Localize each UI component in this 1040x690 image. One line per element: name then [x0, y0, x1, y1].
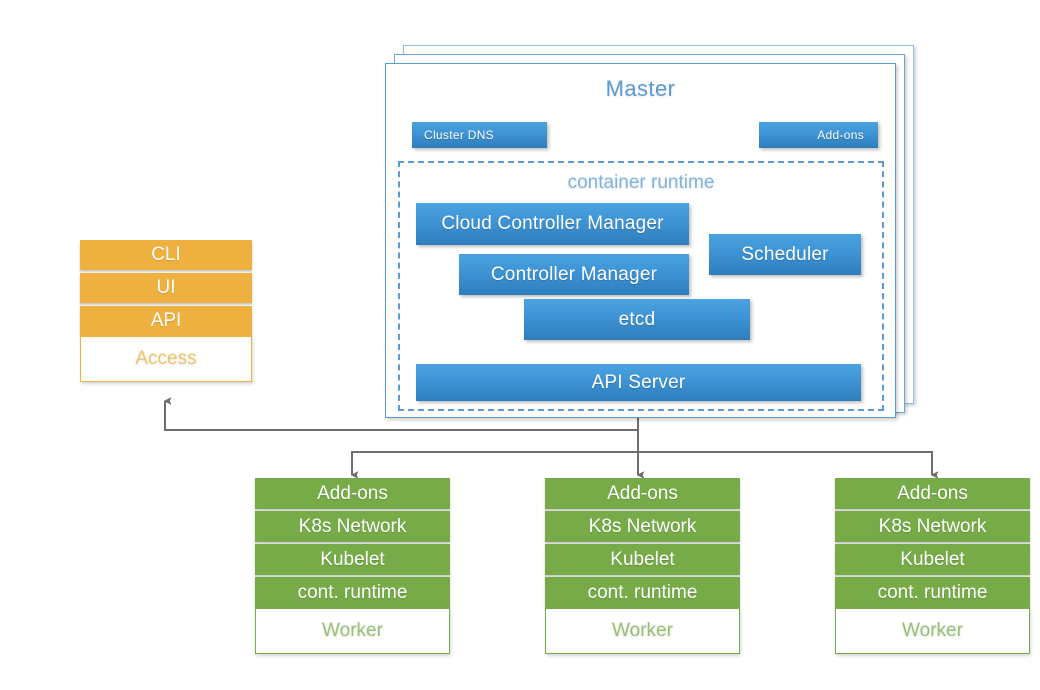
worker-3-footer: Worker [835, 608, 1030, 654]
controller-manager-box[interactable]: Controller Manager [459, 254, 689, 295]
wire-apiserver-worker-1 [350, 451, 638, 479]
worker-2-row-k8s-network[interactable]: K8s Network [545, 511, 740, 542]
worker-3-row-addons[interactable]: Add-ons [835, 478, 1030, 509]
access-row-ui[interactable]: UI [80, 273, 252, 303]
master-addons-box[interactable]: Add-ons [759, 122, 878, 148]
cluster-dns-box[interactable]: Cluster DNS [412, 122, 547, 148]
access-row-api[interactable]: API [80, 306, 252, 336]
worker-3-row-cont-runtime[interactable]: cont. runtime [835, 577, 1030, 608]
worker-1-row-addons[interactable]: Add-ons [255, 478, 450, 509]
access-footer: Access [80, 336, 252, 382]
worker-1-row-cont-runtime[interactable]: cont. runtime [255, 577, 450, 608]
wire-apiserver-worker-3 [638, 451, 939, 479]
worker-1-footer: Worker [255, 608, 450, 654]
container-runtime-title: container runtime [567, 172, 715, 193]
worker-3-row-k8s-network[interactable]: K8s Network [835, 511, 1030, 542]
worker-3-row-kubelet[interactable]: Kubelet [835, 544, 1030, 575]
master-panel[interactable]: Master Cluster DNS Add-ons container run… [385, 63, 896, 418]
api-server-box[interactable]: API Server [416, 364, 861, 401]
cloud-controller-manager-box[interactable]: Cloud Controller Manager [416, 203, 689, 245]
worker-2-row-addons[interactable]: Add-ons [545, 478, 740, 509]
worker-2-footer: Worker [545, 608, 740, 654]
worker-2-row-cont-runtime[interactable]: cont. runtime [545, 577, 740, 608]
access-row-cli[interactable]: CLI [80, 240, 252, 270]
master-title: Master [605, 76, 676, 101]
worker-2-row-kubelet[interactable]: Kubelet [545, 544, 740, 575]
container-runtime-region: container runtime [398, 161, 884, 411]
access-stack: CLI UI API Access [80, 240, 252, 382]
worker-1-row-kubelet[interactable]: Kubelet [255, 544, 450, 575]
worker-node-3: Add-ons K8s Network Kubelet cont. runtim… [835, 478, 1030, 654]
worker-1-row-k8s-network[interactable]: K8s Network [255, 511, 450, 542]
worker-node-2: Add-ons K8s Network Kubelet cont. runtim… [545, 478, 740, 654]
scheduler-box[interactable]: Scheduler [709, 234, 861, 275]
etcd-box[interactable]: etcd [524, 299, 750, 340]
worker-node-1: Add-ons K8s Network Kubelet cont. runtim… [255, 478, 450, 654]
